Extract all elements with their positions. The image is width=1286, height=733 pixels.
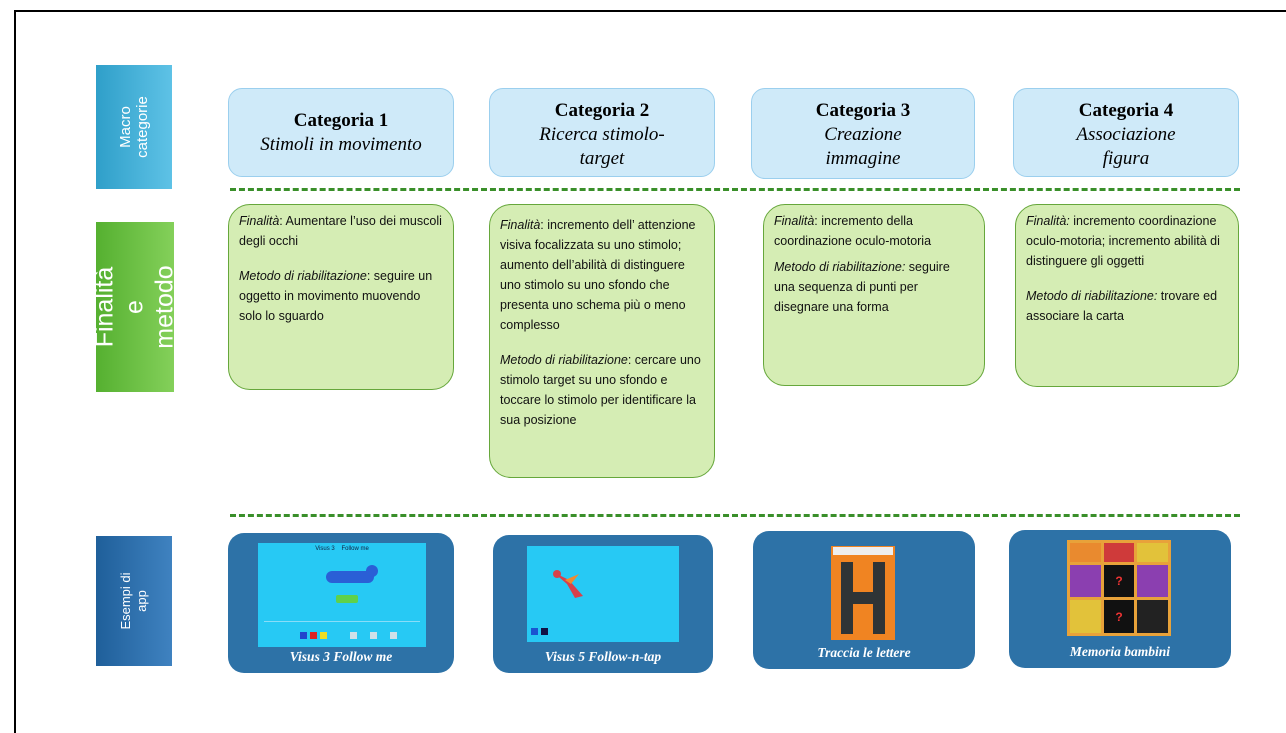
card-hidden: ?	[1103, 564, 1135, 598]
goal-text: Finalità: incremento dell’ attenzione vi…	[500, 218, 696, 332]
card-animal	[1070, 564, 1101, 598]
category-subtitle: Associazione figura	[1076, 124, 1176, 169]
card-animal	[1137, 600, 1168, 633]
goal-box-1: Finalità: Aumentare l’uso dei muscoli de…	[228, 204, 454, 390]
goal-text: Finalità: incremento della coordinazione…	[774, 214, 932, 248]
separator-line-top	[230, 188, 1240, 191]
app-screenshot-visus3: Visus 3 Follow me	[258, 543, 426, 647]
control-square	[531, 628, 538, 635]
caterpillar-head	[366, 565, 378, 577]
goal-text: Finalità: incremento coordinazione oculo…	[1026, 214, 1220, 268]
side-label-macro: Macro categorie	[96, 65, 172, 189]
separator-line-bottom	[230, 514, 1240, 517]
app-caption: Visus 3 Follow me	[289, 649, 393, 664]
category-subtitle: Ricerca stimolo-target	[539, 124, 665, 169]
app-card-memoria: ? ? Memoria bambini	[1009, 530, 1231, 668]
letter-h-shape	[841, 562, 885, 634]
method-text: Metodo di riabilitazione: seguire un ogg…	[239, 269, 433, 323]
app-caption: Memoria bambini	[1069, 644, 1171, 659]
category-title: Categoria 4	[1078, 100, 1174, 121]
control-square	[541, 628, 548, 635]
goal-box-4: Finalità: incremento coordinazione oculo…	[1015, 204, 1239, 387]
goal-box-3: Finalità: incremento della coordinazione…	[763, 204, 985, 386]
category-title: Categoria 2	[554, 100, 650, 121]
caterpillar-shape	[326, 571, 374, 583]
card-animal	[1070, 600, 1101, 633]
card-animal	[1070, 543, 1101, 562]
card-hidden: ?	[1103, 600, 1135, 633]
category-title: Categoria 3	[815, 100, 911, 121]
method-text: Metodo di riabilitazione: trovare ed ass…	[1026, 289, 1218, 323]
method-text: Metodo di riabilitazione: cercare uno st…	[500, 353, 701, 427]
app-screenshot-traccia	[831, 546, 895, 640]
category-subtitle: Creazione immagine	[824, 124, 902, 169]
category-box-3: Categoria 3 Creazione immagine	[751, 88, 975, 179]
app-screenshot-memoria: ? ?	[1067, 540, 1171, 636]
side-label-examples: Esempi di app	[96, 536, 172, 666]
card-animal	[1137, 564, 1168, 598]
category-subtitle: Stimoli in movimento	[260, 134, 422, 155]
goal-text: Finalità: Aumentare l’uso dei muscoli de…	[239, 214, 442, 248]
slide-frame	[14, 10, 1286, 733]
category-box-1: Categoria 1 Stimoli in movimento	[228, 88, 454, 177]
method-text: Metodo di riabilitazione: seguire una se…	[774, 260, 950, 314]
app-screen-title: Visus 3 Follow me	[315, 546, 369, 552]
goal-box-2: Finalità: incremento dell’ attenzione vi…	[489, 204, 715, 478]
side-label-goal: Finalità e metodo	[91, 222, 179, 392]
settings-row	[264, 621, 420, 642]
toolbar-icons	[833, 547, 893, 555]
start-button-shape	[336, 595, 358, 603]
app-caption: Visus 5 Follow-n-tap	[544, 649, 662, 664]
card-animal	[1103, 543, 1135, 562]
category-box-4: Categoria 4 Associazione figura	[1013, 88, 1239, 177]
app-card-visus3: Visus 3 Follow me Visus 3 Follow me	[228, 533, 454, 673]
category-title: Categoria 1	[293, 110, 389, 131]
app-card-visus5: Visus 5 Follow-n-tap	[493, 535, 713, 673]
card-animal	[1137, 543, 1168, 562]
app-screenshot-visus5	[527, 546, 679, 642]
category-box-2: Categoria 2 Ricerca stimolo-target	[489, 88, 715, 177]
app-caption: Traccia le lettere	[817, 645, 911, 660]
bird-icon	[553, 570, 583, 598]
app-card-traccia: Traccia le lettere	[753, 531, 975, 669]
